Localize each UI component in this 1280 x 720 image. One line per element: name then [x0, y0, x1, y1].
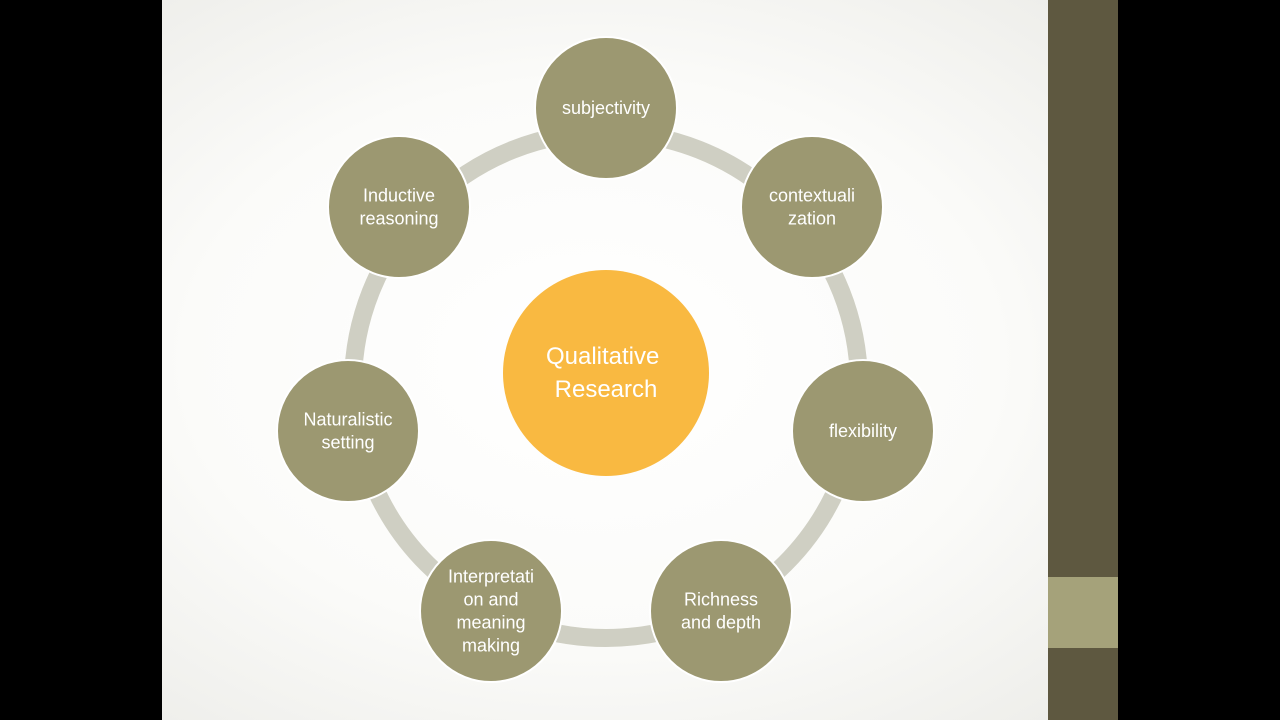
node-label: Inductive reasoning: [359, 186, 438, 229]
node-circle: [740, 135, 884, 279]
node-label-line: Inductive: [363, 186, 435, 206]
center-label-line: Qualitative: [546, 343, 659, 370]
node-circle: [327, 135, 471, 279]
node-label-line: contextuali: [769, 186, 855, 206]
node-circle: [649, 539, 793, 683]
node-label-line: on and: [463, 590, 518, 610]
nodes-layer: subjectivity contextuali zation flexibility…: [276, 36, 935, 683]
center-label-line: Research: [555, 376, 658, 403]
node-label: contextuali zation: [769, 186, 855, 229]
node-label-line: zation: [788, 209, 836, 229]
node-label-line: and depth: [681, 613, 761, 633]
node-inductive-reasoning: Inductive reasoning: [327, 135, 471, 279]
node-richness-and-depth: Richness and depth: [649, 539, 793, 683]
node-flexibility: flexibility: [791, 359, 935, 503]
node-circle: [419, 539, 563, 683]
node-subjectivity: subjectivity: [534, 36, 678, 180]
node-label-line: Interpretati: [448, 567, 534, 587]
node-label: subjectivity: [562, 98, 650, 118]
node-label-line: setting: [321, 433, 374, 453]
slide: subjectivity contextuali zation flexibility…: [162, 0, 1118, 720]
node-circle: [791, 359, 935, 503]
node-label: Naturalistic setting: [303, 410, 392, 453]
node-label-line: subjectivity: [562, 98, 650, 118]
node-label-line: making: [462, 636, 520, 656]
node-label-line: meaning: [456, 613, 525, 633]
node-label-line: Naturalistic: [303, 410, 392, 430]
node-naturalistic-setting: Naturalistic setting: [276, 359, 420, 503]
node-circle: [276, 359, 420, 503]
node-label: Interpretati on and meaning making: [448, 567, 534, 656]
node-label-line: flexibility: [829, 421, 897, 441]
qualitative-research-cycle-diagram: subjectivity contextuali zation flexibility…: [276, 36, 935, 683]
node-label-line: reasoning: [359, 209, 438, 229]
center-node: Qualitative Research: [503, 270, 709, 476]
node-label: flexibility: [829, 421, 897, 441]
node-contextualization: contextuali zation: [740, 135, 884, 279]
side-accent: [1048, 577, 1118, 648]
center-label: Qualitative Research: [546, 343, 666, 403]
node-interpretation-and-meaning-making: Interpretati on and meaning making: [419, 539, 563, 683]
node-circle: [534, 36, 678, 180]
node-label-line: Richness: [684, 590, 758, 610]
center-circle: [503, 270, 709, 476]
node-label: Richness and depth: [681, 590, 761, 633]
